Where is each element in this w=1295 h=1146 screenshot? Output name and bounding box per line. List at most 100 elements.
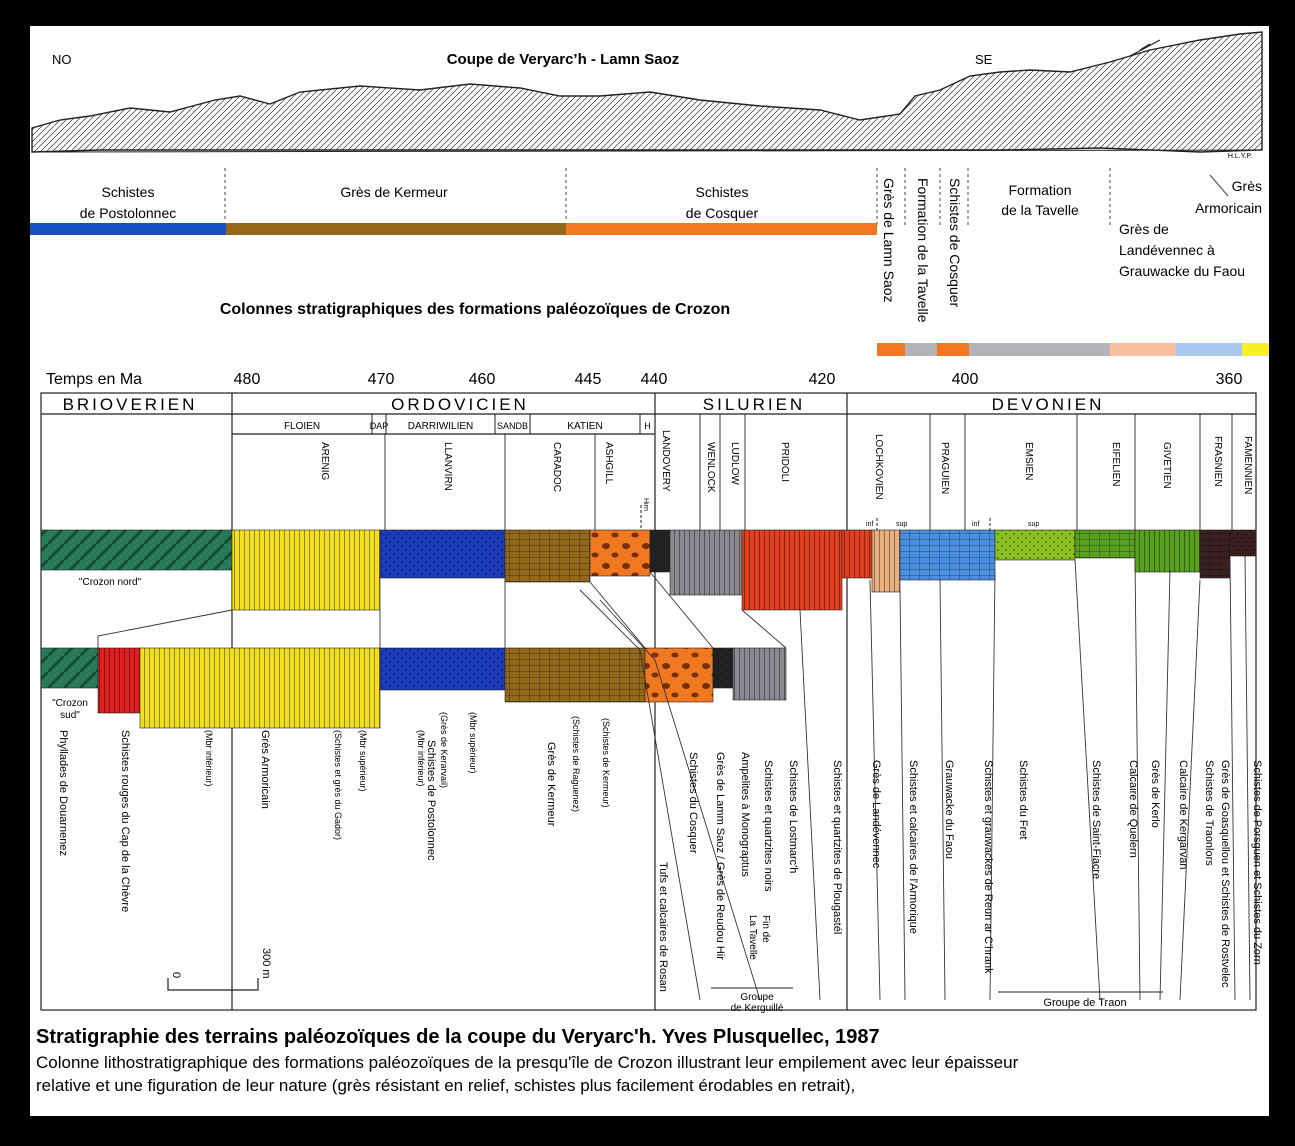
formation-name: (Schistes de Kermeur)	[601, 718, 611, 808]
label-crozon-nord: "Crozon nord"	[79, 577, 142, 588]
label-emsien-inf: inf	[972, 521, 979, 528]
formation-name: (Grès de Kerarvail)	[439, 712, 449, 788]
strata-pattern	[842, 530, 872, 578]
bar-kermeur	[226, 223, 566, 235]
strata-pattern	[872, 530, 900, 592]
series-label: LUDLOW	[729, 442, 740, 485]
color-strip	[877, 343, 1269, 356]
group-traon: Groupe de Traon	[1043, 997, 1126, 1009]
vlabel-lamm-saoz: Grès de Lamn Saoz	[881, 178, 897, 303]
formation-kermeur: Grès de Kermeur	[340, 184, 448, 200]
formation-cosquer-line2: de Cosquer	[686, 205, 759, 221]
stage-label: SANDB	[497, 421, 528, 431]
label-lochk-inf: inf	[866, 521, 873, 528]
series-label: ARENIG	[319, 442, 330, 481]
stage-label: DARRIWILIEN	[408, 421, 474, 432]
time-tick-label: 420	[809, 371, 836, 388]
column-crozon-sud	[40, 647, 787, 729]
formation-name: Schistes de Saint-Fiacre	[1090, 760, 1102, 879]
formation-cosquer-line1: Schistes	[696, 184, 749, 200]
time-tick-label: 400	[952, 371, 979, 388]
caption-line2: relative et une figuration de leur natur…	[36, 1076, 855, 1095]
strata-pattern	[41, 648, 98, 688]
stage-label: H	[644, 421, 651, 431]
strata-pattern	[505, 530, 590, 582]
formation-name: Grès de Kerlo	[1149, 760, 1161, 828]
bar-cosquer	[566, 223, 877, 235]
series-label: LLANVIRN	[442, 442, 453, 491]
cross-section: NO Coupe de Veryarc’h - Lamn Saoz SE H.L…	[30, 31, 1263, 323]
formation-name: Schistes du Cosquer	[687, 752, 699, 854]
armoricain-leader	[1209, 174, 1229, 197]
formation-name: Calcaire de Quelern	[1127, 760, 1139, 858]
strip-segment	[1242, 343, 1269, 356]
bar-postolonnec	[30, 223, 226, 235]
stage-label: FLOIEN	[284, 421, 320, 432]
formation-name: (Mbr supérieur)	[358, 730, 368, 792]
strata-pattern	[590, 530, 650, 576]
series-label: EMSIEN	[1023, 442, 1034, 480]
time-tick-label: 470	[368, 371, 395, 388]
formation-name: Grès de Landévennec	[870, 760, 882, 869]
bottom-groups: Groupe de Kerguillé Groupe de Traon Fin …	[711, 915, 1163, 1014]
strata-pattern	[380, 648, 505, 690]
strata-pattern	[505, 648, 645, 702]
fault-mark	[1129, 39, 1161, 57]
series-label: FRASNIEN	[1212, 436, 1223, 487]
formation-name: Schistes de Postolonnec	[425, 740, 437, 861]
formation-name: Schistes et quartzites de Plougastél	[831, 760, 843, 934]
strip-segment	[1110, 343, 1176, 356]
gres-landevennec-line1: Grès de	[1119, 221, 1169, 237]
cliff-profile	[31, 31, 1263, 153]
scale-max: 300 m	[260, 948, 272, 979]
strata-pattern	[1135, 530, 1200, 572]
series-label: PRAGUIEN	[939, 442, 950, 494]
stage-label: DAP	[370, 421, 389, 431]
series-label: EIFELIEN	[1110, 442, 1121, 486]
strip-segment	[1176, 343, 1242, 356]
direction-se: SE	[975, 52, 993, 67]
formation-name: Schistes et calcaires de l'Armorique	[907, 760, 919, 934]
label-crozon-sud-1: "Crozon	[52, 698, 88, 709]
formation-name: Grauwacke du Faou	[943, 760, 955, 859]
formation-boundaries	[224, 168, 1111, 225]
scale-bar: 0 300 m	[167, 948, 272, 991]
formation-name: Phyllades de Douarnenez	[57, 730, 69, 856]
series-label: FAMENNIEN	[1242, 436, 1253, 494]
formation-name: (Mbr inférieur)	[204, 730, 214, 787]
strata-pattern	[645, 648, 713, 702]
label-hirn: Hirn	[642, 498, 649, 511]
series-label: LOCHKOVIEN	[873, 434, 884, 500]
strip-segment	[937, 343, 969, 356]
strata-pattern	[1075, 530, 1135, 558]
correlation-lines	[97, 505, 1251, 1001]
strata-pattern	[232, 530, 380, 610]
series-label: WENLOCK	[705, 442, 716, 493]
strata-block	[649, 529, 671, 573]
strata-pattern	[1230, 530, 1256, 556]
gres-landevennec-line3: Grauwacke du Faou	[1119, 263, 1245, 279]
formation-name: Grès de Lamm Saoz / Grès de Reudou Hir	[714, 752, 726, 960]
columns-title: Colonnes stratigraphiques des formations…	[220, 301, 730, 318]
gres-landevennec-line2: Landévennec à	[1119, 242, 1215, 258]
gres-armoricain-line1: Grès	[1232, 178, 1262, 194]
time-tick-label: 460	[469, 371, 496, 388]
strata-pattern	[900, 530, 995, 580]
formation-name: Calcaire de Kergarvan	[1177, 760, 1189, 869]
period-devonien: DEVONIEN	[992, 395, 1105, 414]
formation-postolonnec-line1: Schistes	[102, 184, 155, 200]
formation-name: Schistes de Traonlors	[1203, 760, 1215, 866]
formation-name: Schistes et grauwackes de Reun ar C'hran…	[982, 760, 994, 974]
formation-name: (Schistes de Raguenez)	[571, 716, 581, 812]
caption: Stratigraphie des terrains paléozoïques …	[36, 1026, 1019, 1095]
period-headers: BRIOVERIEN ORDOVICIEN SILURIEN DEVONIEN	[63, 395, 1105, 414]
series-label: CARADOC	[551, 442, 562, 492]
time-axis-label: Temps en Ma	[46, 371, 142, 388]
formation-tavelle-line2: de la Tavelle	[1001, 202, 1079, 218]
strata-pattern	[733, 648, 786, 700]
fin-tavelle-1: Fin de	[760, 915, 771, 943]
group-kerguille-1: Groupe	[740, 992, 774, 1003]
stage-label: KATIEN	[567, 421, 602, 432]
formation-postolonnec-line2: de Postolonnec	[80, 205, 177, 221]
